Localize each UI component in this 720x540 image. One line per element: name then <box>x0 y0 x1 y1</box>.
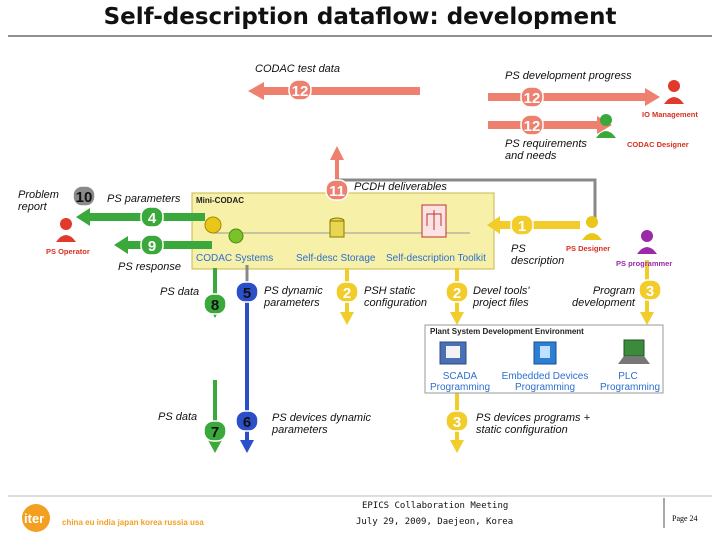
footer-date: July 29, 2009, Daejeon, Korea <box>356 517 514 527</box>
badge-b3b: 3 <box>445 410 469 432</box>
psde-plc-label: PLC Programming <box>600 371 661 393</box>
psde-scada-label: SCADA Programming <box>429 371 491 393</box>
badge-b11: 11 <box>325 179 349 201</box>
label-ps-data-2: PS data <box>158 411 198 423</box>
label-ps-requirements: PS requirements and needs <box>505 138 587 162</box>
psde-title: Plant System Development Environment <box>430 327 584 336</box>
badge-b1-text: 1 <box>518 218 526 235</box>
actor-ps-designer: PS Designer <box>566 244 611 253</box>
actor-codac-designer: CODAC Designer <box>627 140 689 149</box>
iter-logo-icon <box>22 504 50 532</box>
badge-b12a-text: 12 <box>292 83 309 100</box>
label-ps-devices-dynamic: PS devices dynamic parameters <box>272 412 372 436</box>
arrow-dynamic-params-6 <box>240 300 254 453</box>
actor-ps-programmer: PS programmer <box>616 259 673 268</box>
ps-designer-person-icon <box>582 216 602 240</box>
badge-b8: 8 <box>203 293 227 315</box>
footer-logo: iter <box>24 511 45 526</box>
footer-members: china eu india japan korea russia usa <box>62 518 204 527</box>
badge-b5: 5 <box>235 281 259 303</box>
label-program-development: Program development <box>572 285 635 309</box>
badge-b8-text: 8 <box>211 297 219 314</box>
label-ps-parameters: PS parameters <box>107 193 181 205</box>
label-ps-data-1: PS data <box>160 286 200 298</box>
label-devel-tools: Devel tools' project files <box>473 285 530 309</box>
codac-designer-person-icon <box>596 114 616 138</box>
psde-embedded-label: Embedded Devices Programming <box>501 371 589 393</box>
badge-b12b-text: 12 <box>524 90 541 107</box>
badge-b3a: 3 <box>638 279 662 301</box>
badge-b4: 4 <box>140 206 164 228</box>
mini-codac-title: Mini-CODAC <box>196 196 244 205</box>
badge-b9: 9 <box>140 234 164 256</box>
arrow-ps-data-7 <box>208 380 222 453</box>
label-problem-report: Problem report <box>18 189 59 213</box>
mini-codac-systems-label: CODAC Systems <box>196 253 274 264</box>
badge-b6-text: 6 <box>243 414 251 431</box>
mini-codac-storage-label: Self-desc Storage <box>296 253 376 264</box>
badge-b1: 1 <box>510 214 534 236</box>
arrow-ps-requirements <box>488 116 612 134</box>
actor-ps-operator: PS Operator <box>46 247 90 256</box>
badge-b10: 10 <box>72 185 96 207</box>
io-management-person-icon <box>664 80 684 104</box>
badge-b12a: 12 <box>288 79 312 101</box>
arrow-codac-test-data <box>248 82 420 100</box>
badge-b7: 7 <box>203 420 227 442</box>
badge-b2b: 2 <box>445 281 469 303</box>
page-title: Self-description dataflow: development <box>103 4 617 30</box>
codac-gear-icon <box>204 216 222 234</box>
badge-b2b-text: 2 <box>453 285 461 302</box>
mini-codac-toolkit-label: Self-description Toolkit <box>386 253 486 264</box>
actor-io-management: IO Management <box>642 110 698 119</box>
ps-operator-person-icon <box>56 218 76 242</box>
badge-b3b-text: 3 <box>453 414 461 431</box>
footer-page: Page 24 <box>672 514 698 523</box>
footer-event: EPICS Collaboration Meeting <box>362 501 509 511</box>
badge-b11-text: 11 <box>329 183 345 200</box>
label-ps-description: PS description <box>511 243 565 267</box>
label-pcdh-deliverables: PCDH deliverables <box>354 181 447 193</box>
badge-b6: 6 <box>235 410 259 432</box>
badge-b12c-text: 12 <box>524 118 541 135</box>
badge-b4-text: 4 <box>148 210 157 227</box>
badge-b7-text: 7 <box>211 424 219 441</box>
plc-laptop-icon <box>623 339 645 357</box>
badge-b2a-text: 2 <box>343 285 351 302</box>
label-ps-devices-programs: PS devices programs + static configurati… <box>476 412 591 436</box>
ps-programmer-person-icon <box>637 230 657 254</box>
codac-gear-green-icon <box>228 228 244 244</box>
badge-b5-text: 5 <box>243 285 251 302</box>
badge-b3a-text: 3 <box>646 283 654 300</box>
label-codac-test-data: CODAC test data <box>255 63 340 75</box>
arrow-ps-dev-progress <box>488 88 660 106</box>
label-psh-static-config: PSH static configuration <box>364 285 427 309</box>
badge-b12b: 12 <box>520 86 544 108</box>
badge-b9-text: 9 <box>148 238 156 255</box>
badge-b2a: 2 <box>335 281 359 303</box>
arrow-pcdh-deliverables <box>330 146 344 186</box>
label-ps-response: PS response <box>118 261 181 273</box>
badge-b12c: 12 <box>520 114 544 136</box>
label-ps-dev-progress: PS development progress <box>505 70 632 82</box>
badge-b10-text: 10 <box>76 189 93 206</box>
label-ps-dynamic-params: PS dynamic parameters <box>264 285 323 309</box>
